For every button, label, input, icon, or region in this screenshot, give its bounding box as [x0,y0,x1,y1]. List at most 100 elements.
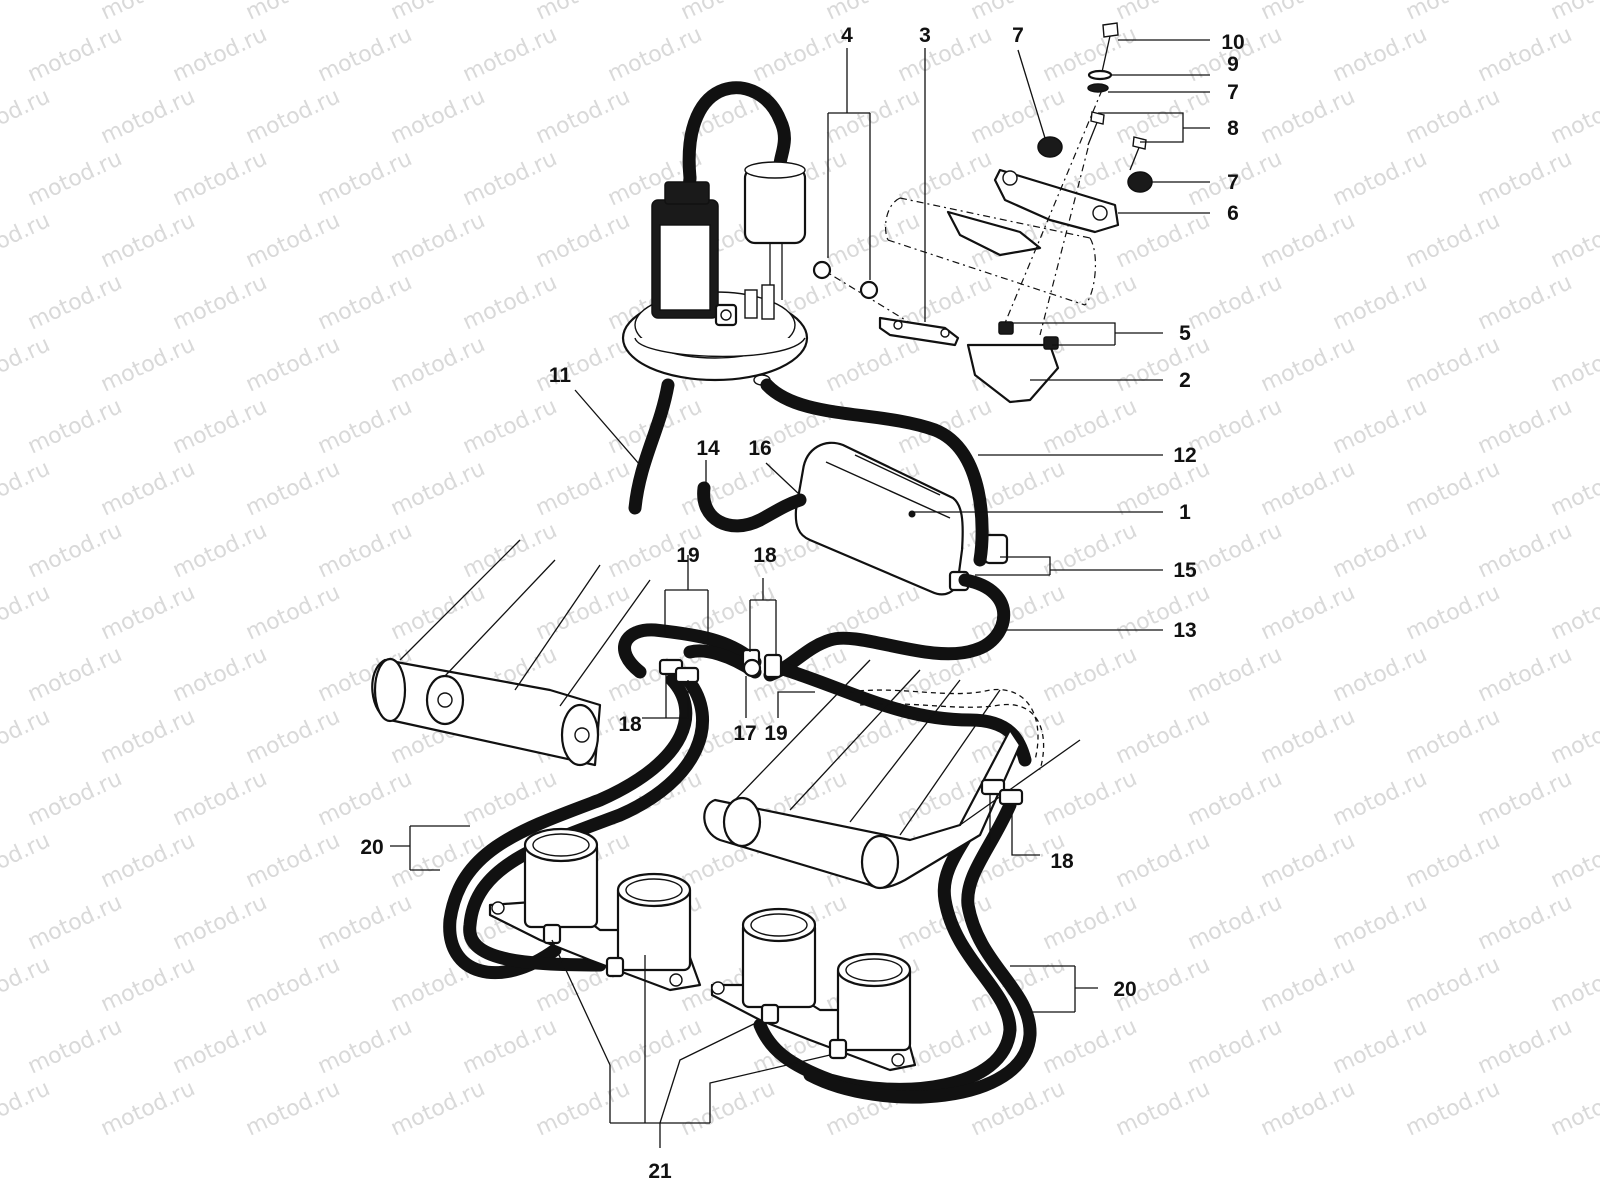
watermark-text: motod.ru [0,332,54,397]
watermark-text: motod.ru [314,22,416,87]
watermark-text: motod.ru [822,0,924,25]
watermark-text: motod.ru [822,332,924,397]
watermark-text: motod.ru [1039,394,1141,459]
watermark-text: motod.ru [749,22,851,87]
watermark-text: motod.ru [532,332,634,397]
watermark-text: motod.ru [1329,270,1431,335]
watermark-text: motod.ru [1184,890,1286,955]
watermark-text: motod.ru [1039,890,1141,955]
watermark-text: motod.ru [169,146,271,211]
fuel-rail-left [371,539,651,767]
watermark-text: motod.ru [1474,518,1576,583]
watermark-text: motod.ru [1402,952,1504,1017]
watermark-text: motod.ru [1402,828,1504,893]
watermark-text: motod.ru [1184,1014,1286,1079]
watermark-text: motod.ru [314,270,416,335]
watermark-text: motod.ru [314,146,416,211]
watermark-text: motod.ru [1257,1076,1359,1141]
watermark-text: motod.ru [1112,704,1214,769]
watermark-text: motod.ru [0,580,54,645]
watermark-text: motod.ru [1547,704,1600,769]
watermark-text: motod.ru [1039,518,1141,583]
watermark-text: motod.ru [314,518,416,583]
watermark-text: motod.ru [242,1076,344,1141]
watermark-text: motod.ru [1257,952,1359,1017]
watermark-text: motod.ru [677,0,779,25]
watermark-text: motod.ru [97,0,199,25]
watermark-text: motod.ru [242,0,344,25]
watermark-text: motod.ru [1402,704,1504,769]
watermark-text: motod.ru [169,22,271,87]
watermark-text: motod.ru [1547,1076,1600,1141]
callout-17: 17 [733,722,756,745]
watermark-text: motod.ru [24,518,126,583]
watermark-text: motod.ru [1547,828,1600,893]
fuel-pump-assembly [621,81,809,386]
watermark-text: motod.ru [387,0,489,25]
watermark-text: motod.ru [1257,0,1359,25]
watermark-text: motod.ru [1329,518,1431,583]
watermark-text: motod.ru [169,1014,271,1079]
watermark-text: motod.ru [0,456,54,521]
watermark-text: motod.ru [677,1076,779,1141]
callout-18-top: 18 [753,544,777,567]
watermark-text: motod.ru [242,952,344,1017]
watermark-text: motod.ru [604,1014,706,1079]
watermark-text: motod.ru [0,84,54,149]
charcoal-canister [794,441,1009,596]
callout-1: 1 [1179,501,1191,524]
watermark-text: motod.ru [1112,828,1214,893]
watermark-text: motod.ru [97,828,199,893]
callout-12: 12 [1173,444,1196,467]
watermark-text: motod.ru [24,766,126,831]
watermark-text: motod.ru [24,394,126,459]
watermark-text: motod.ru [97,332,199,397]
watermark-text: motod.ru [24,270,126,335]
watermark-text: motod.ru [242,828,344,893]
callout-19-top: 19 [676,544,699,567]
watermark-text: motod.ru [0,0,54,25]
leader-lines [390,39,1210,1148]
watermark-text: motod.ru [169,642,271,707]
watermark-text: motod.ru [1547,952,1600,1017]
callout-20-right: 20 [1113,978,1136,1001]
watermark-text: motod.ru [967,0,1069,25]
watermark-text: motod.ru [169,766,271,831]
watermark-text: motod.ru [1474,1014,1576,1079]
watermark-text: motod.ru [1402,332,1504,397]
watermark-text: motod.ru [1474,890,1576,955]
watermark-text: motod.ru [1039,766,1141,831]
watermark-text: motod.ru [459,22,561,87]
watermark-text: motod.ru [1474,766,1576,831]
watermark-text: motod.ru [169,890,271,955]
watermark-text: motod.ru [1329,766,1431,831]
watermark-text: motod.ru [387,84,489,149]
watermark-text: motod.ru [97,1076,199,1141]
watermark-text: motod.ru [0,952,54,1017]
watermark-text: motod.ru [459,146,561,211]
watermark-text: motod.ru [604,22,706,87]
watermark-text: motod.ru [894,146,996,211]
watermark-text: motod.ru [1474,642,1576,707]
watermark-text: motod.ru [0,704,54,769]
watermark-text: motod.ru [387,456,489,521]
watermark-text: motod.ru [1112,1076,1214,1141]
watermark-text: motod.ru [1547,456,1600,521]
watermark-text: motod.ru [1402,0,1504,25]
watermark-text: motod.ru [97,456,199,521]
callout-21: 21 [648,1160,672,1183]
watermark-text: motod.ru [0,208,54,273]
throttle-body-right-pair [710,907,917,1072]
watermark-text: motod.ru [0,1076,54,1141]
watermark-text: motod.ru [242,84,344,149]
watermark-text: motod.ru [1547,332,1600,397]
watermark-text: motod.ru [1257,456,1359,521]
watermark-text: motod.ru [1184,642,1286,707]
watermark-text: motod.ru [1474,394,1576,459]
watermark-text: motod.ru [1112,84,1214,149]
watermark-text: motod.ru [1184,766,1286,831]
watermark-text: motod.ru [459,1014,561,1079]
watermark-text: motod.ru [0,828,54,893]
